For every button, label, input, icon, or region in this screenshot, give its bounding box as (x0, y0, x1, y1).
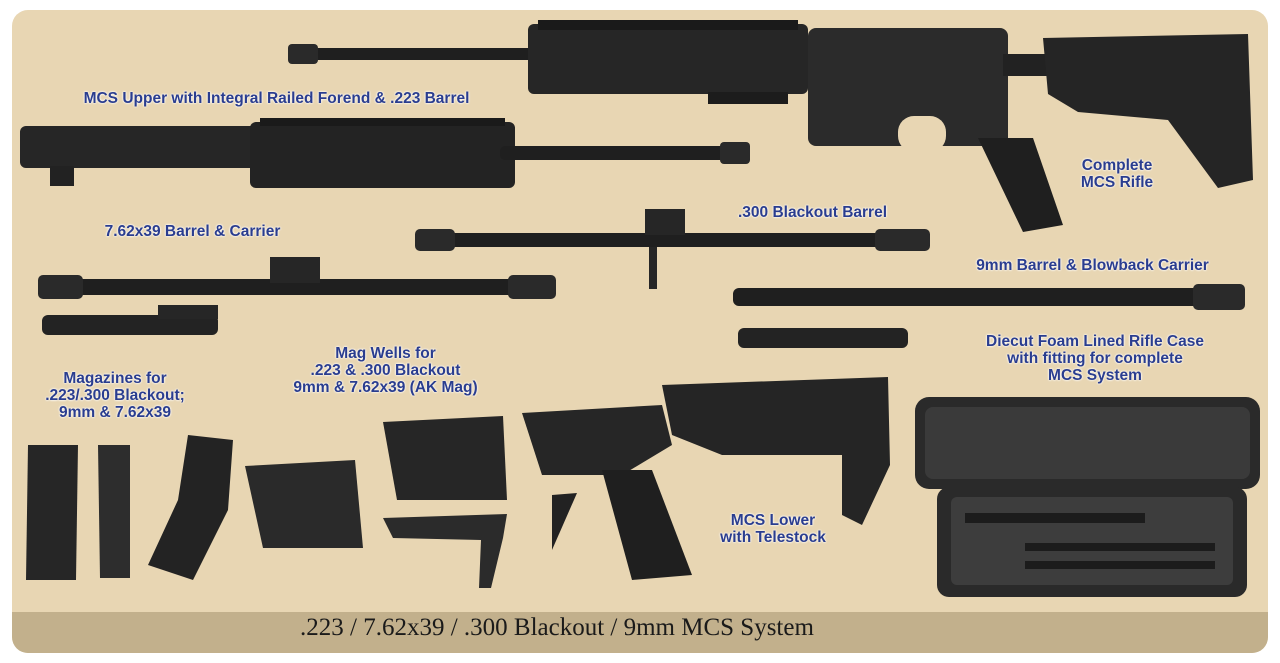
label-762-barrel: 7.62x39 Barrel & Carrier (104, 223, 281, 240)
mcs-lower-image (522, 377, 890, 580)
label-magwells: Mag Wells for .223 & .300 Blackout 9mm &… (268, 345, 503, 396)
label-complete-rifle: Complete MCS Rifle (1062, 157, 1172, 191)
label-300-barrel: .300 Blackout Barrel (737, 204, 888, 221)
label-9mm-barrel: 9mm Barrel & Blowback Carrier (976, 257, 1209, 274)
label-complete-line2: MCS Rifle (1080, 174, 1154, 191)
label-magazines-line2: .223/.300 Blackout; (45, 387, 185, 404)
magwells-image (245, 416, 507, 588)
label-complete-line1: Complete (1081, 157, 1153, 174)
label-mcs-upper: MCS Upper with Integral Railed Forend & … (83, 90, 470, 107)
label-case-line2: with fitting for complete (1007, 350, 1183, 367)
blackout-barrel-image (415, 209, 930, 289)
footer-band (12, 612, 1268, 653)
9mm-barrel-image (733, 284, 1245, 348)
mcs-upper-image (20, 118, 750, 188)
footer-caption: .223 / 7.62x39 / .300 Blackout / 9mm MCS… (300, 614, 814, 641)
label-magwells-line3: 9mm & 7.62x39 (AK Mag) (293, 379, 478, 396)
label-rifle-case: Diecut Foam Lined Rifle Case with fittin… (950, 333, 1240, 384)
label-magazines-line1: Magazines for (63, 370, 167, 387)
label-case-line1: Diecut Foam Lined Rifle Case (986, 333, 1204, 350)
label-magwells-line2: .223 & .300 Blackout (310, 362, 461, 379)
rifle-case-image (915, 397, 1260, 597)
complete-rifle-image (288, 20, 1253, 232)
label-mcs-lower: MCS Lower with Telestock (688, 512, 858, 546)
label-magazines: Magazines for .223/.300 Blackout; 9mm & … (30, 370, 200, 421)
label-lower-line1: MCS Lower (730, 512, 816, 529)
magazines-image (26, 435, 233, 580)
label-case-line3: MCS System (1048, 367, 1142, 384)
label-magazines-line3: 9mm & 7.62x39 (58, 404, 172, 421)
762-barrel-image (38, 257, 556, 335)
label-lower-line2: with Telestock (720, 529, 826, 546)
label-magwells-line1: Mag Wells for (335, 345, 436, 362)
